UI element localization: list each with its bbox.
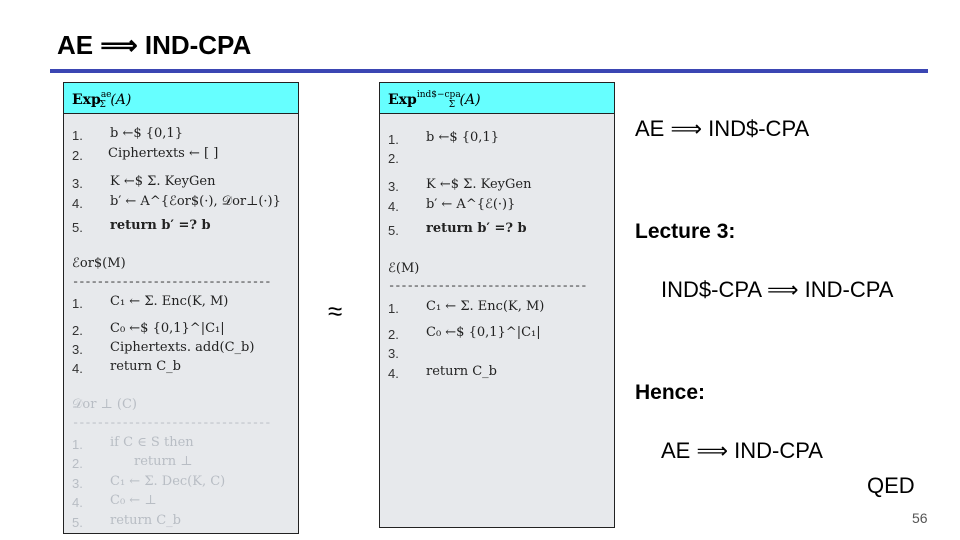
ae-implies-ind-dollar-cpa: AE ⟹ IND$-CPA [635,116,810,141]
line-number: 1. [388,132,399,147]
code-line: C₀ ←$ {0,1}^|C₁| [426,325,541,340]
encrypt-oracle-header: ℰ(M) [388,261,420,276]
line-number: 5. [72,515,83,530]
slide-title: AE ⟹ IND-CPA [57,30,252,60]
divider: -------------------------------- [72,416,271,430]
divider: -------------------------------- [72,275,271,289]
code-line: C₀ ← ⊥ [110,493,157,508]
qed-label: QED [867,473,915,498]
line-number: 3. [388,346,399,361]
ind-cpa-experiment-header: Expind$−cpaΣ (A) [380,83,614,114]
line-number: 2. [72,456,83,471]
code-line: return b′ =? b [110,218,211,233]
code-line: return b′ =? b [426,221,527,236]
line-number: 1. [72,437,83,452]
ind-cpa-experiment-box: Expind$−cpaΣ (A) 1. b ←$ {0,1} 2. 3. K ←… [379,82,615,528]
divider: -------------------------------- [388,279,587,293]
ae-experiment-box: ExpaeΣ (A) 1. b ←$ {0,1} 2. Ciphertexts … [63,82,299,534]
line-number: 3. [72,176,83,191]
line-number: 5. [388,223,399,238]
code-line: return ⊥ [134,454,193,469]
line-number: 4. [72,196,83,211]
code-line: C₁ ← Σ. Enc(K, M) [110,294,229,309]
line-number: 4. [388,199,399,214]
line-number: 2. [388,151,399,166]
ind-cpa-experiment-title: Expind$−cpaΣ (A) [388,90,481,110]
code-line: C₁ ← Σ. Dec(K, C) [110,474,226,489]
line-number: 3. [388,179,399,194]
code-line: b ←$ {0,1} [110,126,183,141]
line-number: 1. [72,296,83,311]
lecture-heading: Lecture 3: [635,220,736,243]
title-underline [50,69,928,73]
page-number: 56 [912,510,928,526]
code-line: C₁ ← Σ. Enc(K, M) [426,299,545,314]
line-number: 4. [72,495,83,510]
line-number: 4. [72,361,83,376]
line-number: 3. [72,476,83,491]
line-number: 3. [72,342,83,357]
hence-heading: Hence: [635,381,706,404]
ae-experiment-header: ExpaeΣ (A) [64,83,298,114]
code-line: b′ ← A^{ℰ(·)} [426,197,516,212]
code-line: return C_b [110,513,181,528]
code-line: K ←$ Σ. KeyGen [110,174,216,189]
line-number: 2. [388,327,399,342]
encrypt-oracle-header: ℰor$(M) [72,256,126,271]
code-line: K ←$ Σ. KeyGen [426,177,532,192]
line-number: 1. [72,128,83,143]
code-line: if C ∈ S then [110,435,194,450]
approx-symbol: ≈ [328,296,343,326]
ind-dollar-cpa-implies-ind-cpa: IND$-CPA ⟹ IND-CPA [661,277,894,302]
ae-implies-ind-cpa: AE ⟹ IND-CPA [661,438,823,463]
decrypt-oracle-header: 𝒟or ⊥ (C) [72,397,137,412]
line-number: 5. [72,220,83,235]
code-line: b′ ← A^{ℰor$(·), 𝒟or⊥(·)} [110,194,281,209]
code-line: Ciphertexts ← [ ] [108,146,219,161]
line-number: 2. [72,148,83,163]
code-line: Ciphertexts. add(C_b) [110,340,255,355]
code-line: return C_b [110,359,181,374]
line-number: 4. [388,366,399,381]
code-line: C₀ ←$ {0,1}^|C₁| [110,321,225,336]
code-line: b ←$ {0,1} [426,130,499,145]
line-number: 2. [72,323,83,338]
code-line: return C_b [426,364,497,379]
ae-experiment-title: ExpaeΣ (A) [72,90,132,110]
line-number: 1. [388,301,399,316]
